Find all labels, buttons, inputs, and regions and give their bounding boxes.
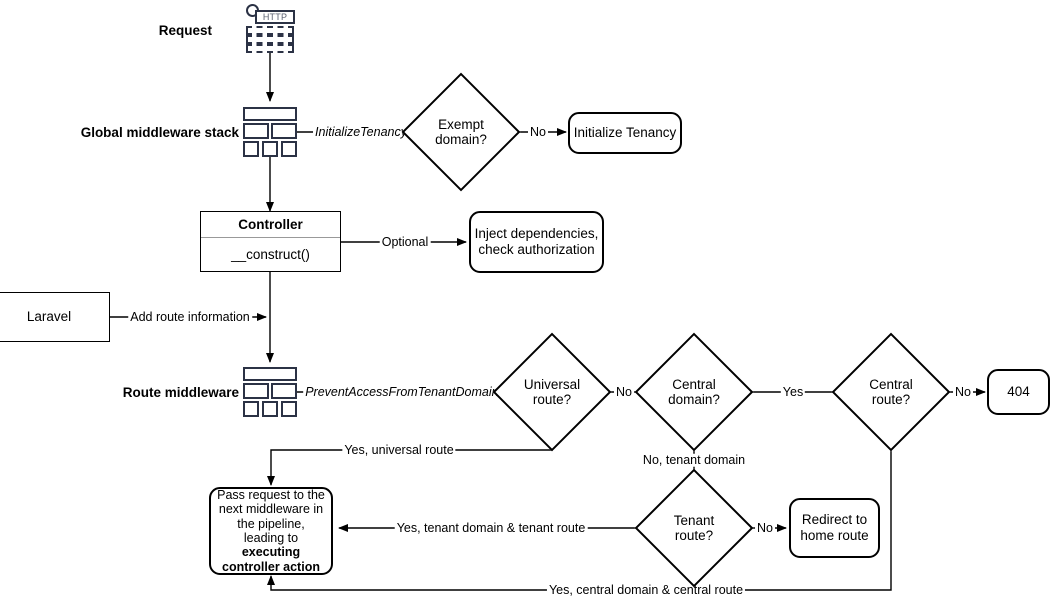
edge-label-central-domain-no: No, tenant domain bbox=[640, 452, 748, 467]
edge-label-central-route-no: No bbox=[953, 384, 973, 399]
stack-cell-mid-left bbox=[243, 383, 269, 399]
stack-cell-top bbox=[243, 107, 297, 121]
decision-central-route-line1: Central bbox=[869, 376, 913, 392]
stack-cell-bottom-3 bbox=[281, 401, 297, 417]
node-inject-dependencies-line1: Inject dependencies, bbox=[474, 226, 599, 242]
node-404-label: 404 bbox=[1007, 384, 1030, 400]
decision-universal-route-line1: Universal bbox=[523, 376, 581, 392]
decision-tenant-route-line2: route? bbox=[674, 528, 714, 543]
node-pass-request-plain: Pass request to the next middleware in t… bbox=[217, 487, 325, 545]
stack-cell-bottom-2 bbox=[262, 141, 278, 157]
decision-central-route-label: Central route? bbox=[869, 377, 913, 407]
http-label-box: HTTP bbox=[255, 10, 295, 24]
node-inject-dependencies[interactable]: Inject dependencies, check authorization bbox=[469, 211, 604, 273]
node-redirect-home-line1: Redirect to bbox=[801, 512, 868, 528]
edge-label-tenant-route-yes: Yes, tenant domain & tenant route bbox=[394, 520, 588, 535]
stack-cell-bottom-2 bbox=[262, 401, 278, 417]
decision-universal-route[interactable]: Universal route? bbox=[492, 332, 612, 452]
node-controller-title: Controller bbox=[201, 212, 340, 238]
http-request-icon: HTTP bbox=[246, 4, 298, 56]
node-inject-dependencies-line2: check authorization bbox=[478, 242, 595, 257]
decision-universal-route-label: Universal route? bbox=[524, 377, 580, 407]
node-404[interactable]: 404 bbox=[987, 369, 1050, 415]
node-pass-request-bold: executing controller action bbox=[222, 545, 320, 574]
stack-cell-bottom-1 bbox=[243, 141, 259, 157]
row-label-route-middleware: Route middleware bbox=[122, 385, 239, 400]
node-pass-request-text: Pass request to the next middleware in t… bbox=[216, 488, 326, 574]
stack-cell-bottom-3 bbox=[281, 141, 297, 157]
decision-universal-route-line2: route? bbox=[532, 392, 572, 407]
node-initialize-tenancy[interactable]: Initialize Tenancy bbox=[568, 112, 682, 154]
edge-label-optional: Optional bbox=[379, 234, 431, 249]
edge-label-add-route-information: Add route information bbox=[128, 309, 252, 324]
node-controller[interactable]: Controller __construct() bbox=[200, 211, 341, 272]
decision-central-route-line2: route? bbox=[871, 392, 911, 407]
request-dashed-row-1 bbox=[246, 26, 294, 35]
request-dashed-row-2 bbox=[246, 35, 294, 44]
row-label-request: Request bbox=[158, 23, 212, 38]
stack-cell-mid-right bbox=[271, 123, 297, 139]
global-middleware-stack-icon bbox=[243, 107, 297, 157]
node-controller-construct: __construct() bbox=[231, 246, 310, 262]
edge-label-central-domain-yes: Yes bbox=[780, 384, 806, 399]
row-label-global-middleware-stack: Global middleware stack bbox=[80, 125, 239, 140]
route-middleware-stack-icon bbox=[243, 367, 297, 417]
node-laravel[interactable]: Laravel bbox=[0, 292, 110, 342]
stack-cell-mid-right bbox=[271, 383, 297, 399]
decision-tenant-route[interactable]: Tenant route? bbox=[634, 468, 754, 588]
decision-central-domain-label: Central domain? bbox=[668, 377, 720, 407]
edge-label-initialize-tenancy: InitializeTenancy bbox=[313, 124, 409, 139]
edge-label-exempt-no: No bbox=[528, 124, 548, 139]
node-initialize-tenancy-label: Initialize Tenancy bbox=[573, 125, 677, 141]
request-dashed-row-3 bbox=[246, 44, 294, 53]
node-redirect-home-route[interactable]: Redirect to home route bbox=[789, 498, 880, 558]
node-laravel-label: Laravel bbox=[26, 309, 72, 325]
decision-tenant-route-line1: Tenant bbox=[673, 512, 715, 528]
node-pass-request[interactable]: Pass request to the next middleware in t… bbox=[209, 487, 333, 575]
node-redirect-home-line2: home route bbox=[800, 528, 869, 543]
edge-label-universal-no: No bbox=[614, 384, 634, 399]
decision-central-domain-line2: domain? bbox=[668, 392, 720, 407]
edge-label-tenant-route-no: No bbox=[755, 520, 775, 535]
decision-tenant-route-label: Tenant route? bbox=[674, 513, 715, 543]
decision-central-domain-line1: Central bbox=[672, 376, 716, 392]
stack-cell-mid-left bbox=[243, 123, 269, 139]
decision-central-route[interactable]: Central route? bbox=[831, 332, 951, 452]
edge-label-prevent-access: PreventAccessFromTenantDomains bbox=[303, 384, 507, 399]
decision-exempt-domain-label: Exempt domain? bbox=[435, 117, 487, 147]
decision-exempt-domain-line1: Exempt bbox=[438, 116, 484, 132]
decision-exempt-domain-line2: domain? bbox=[435, 132, 487, 147]
stack-cell-bottom-1 bbox=[243, 401, 259, 417]
edge-label-universal-yes: Yes, universal route bbox=[342, 442, 456, 457]
decision-exempt-domain[interactable]: Exempt domain? bbox=[401, 72, 521, 192]
decision-central-domain[interactable]: Central domain? bbox=[634, 332, 754, 452]
edge-label-central-route-yes: Yes, central domain & central route bbox=[546, 582, 746, 597]
stack-cell-top bbox=[243, 367, 297, 381]
